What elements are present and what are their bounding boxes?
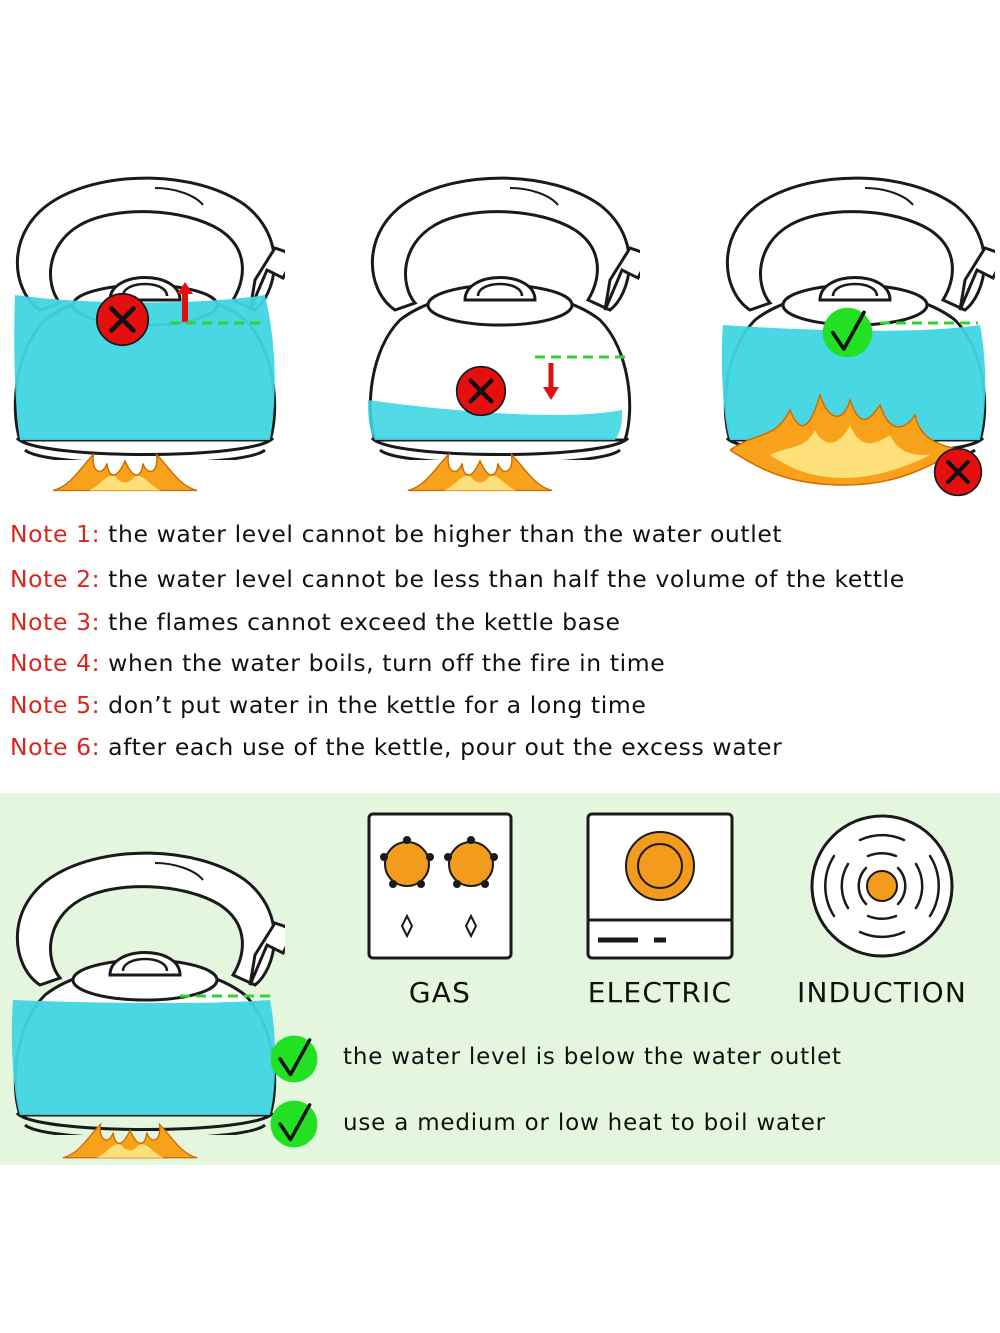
down-arrow-icon [535, 355, 627, 400]
flame-icon [400, 450, 560, 495]
check-icon [820, 305, 875, 360]
kettle-underfilled-illustration [360, 160, 640, 460]
note-label: Note 3: [10, 608, 101, 636]
note-4: Note 4:when the water boils, turn off th… [10, 649, 665, 677]
stove-label-electric: ELECTRIC [587, 976, 733, 1009]
cross-icon [933, 447, 983, 497]
flame-icon [45, 450, 205, 495]
note-label: Note 2: [10, 565, 101, 593]
note-6: Note 6:after each use of the kettle, pou… [10, 733, 782, 761]
up-arrow-icon [170, 282, 262, 325]
note-text: the water level cannot be higher than th… [108, 520, 783, 548]
flame-icon [50, 1120, 210, 1162]
stove-label-induction: INDUCTION [797, 976, 967, 1009]
induction-stove-icon [810, 814, 954, 958]
gas-stove-icon [367, 812, 513, 960]
kettle-large-flame-illustration [715, 160, 995, 460]
note-text: the water level cannot be less than half… [108, 565, 905, 593]
large-flame-icon [730, 392, 960, 486]
check-icon [268, 1098, 320, 1150]
note-5: Note 5:don’t put water in the kettle for… [10, 691, 646, 719]
note-2: Note 2:the water level cannot be less th… [10, 565, 905, 593]
tip-heat: use a medium or low heat to boil water [343, 1110, 826, 1136]
cross-icon [95, 292, 150, 347]
note-text: when the water boils, turn off the fire … [108, 649, 666, 677]
note-label: Note 5: [10, 691, 101, 719]
note-3: Note 3:the flames cannot exceed the kett… [10, 608, 621, 636]
note-text: the flames cannot exceed the kettle base [108, 608, 621, 636]
note-label: Note 6: [10, 733, 101, 761]
kettle-correct-illustration [5, 835, 285, 1135]
note-label: Note 1: [10, 520, 101, 548]
water-level-line [180, 994, 272, 998]
cross-icon [455, 365, 507, 417]
stove-label-gas: GAS [408, 976, 472, 1009]
tip-water-level: the water level is below the water outle… [343, 1044, 842, 1070]
water-level-line [880, 321, 978, 325]
note-text: don’t put water in the kettle for a long… [108, 691, 647, 719]
note-1: Note 1:the water level cannot be higher … [10, 520, 782, 548]
electric-stove-icon [586, 812, 734, 960]
note-text: after each use of the kettle, pour out t… [108, 733, 783, 761]
kettle-overfilled-illustration [5, 160, 285, 460]
check-icon [268, 1033, 320, 1085]
note-label: Note 4: [10, 649, 101, 677]
